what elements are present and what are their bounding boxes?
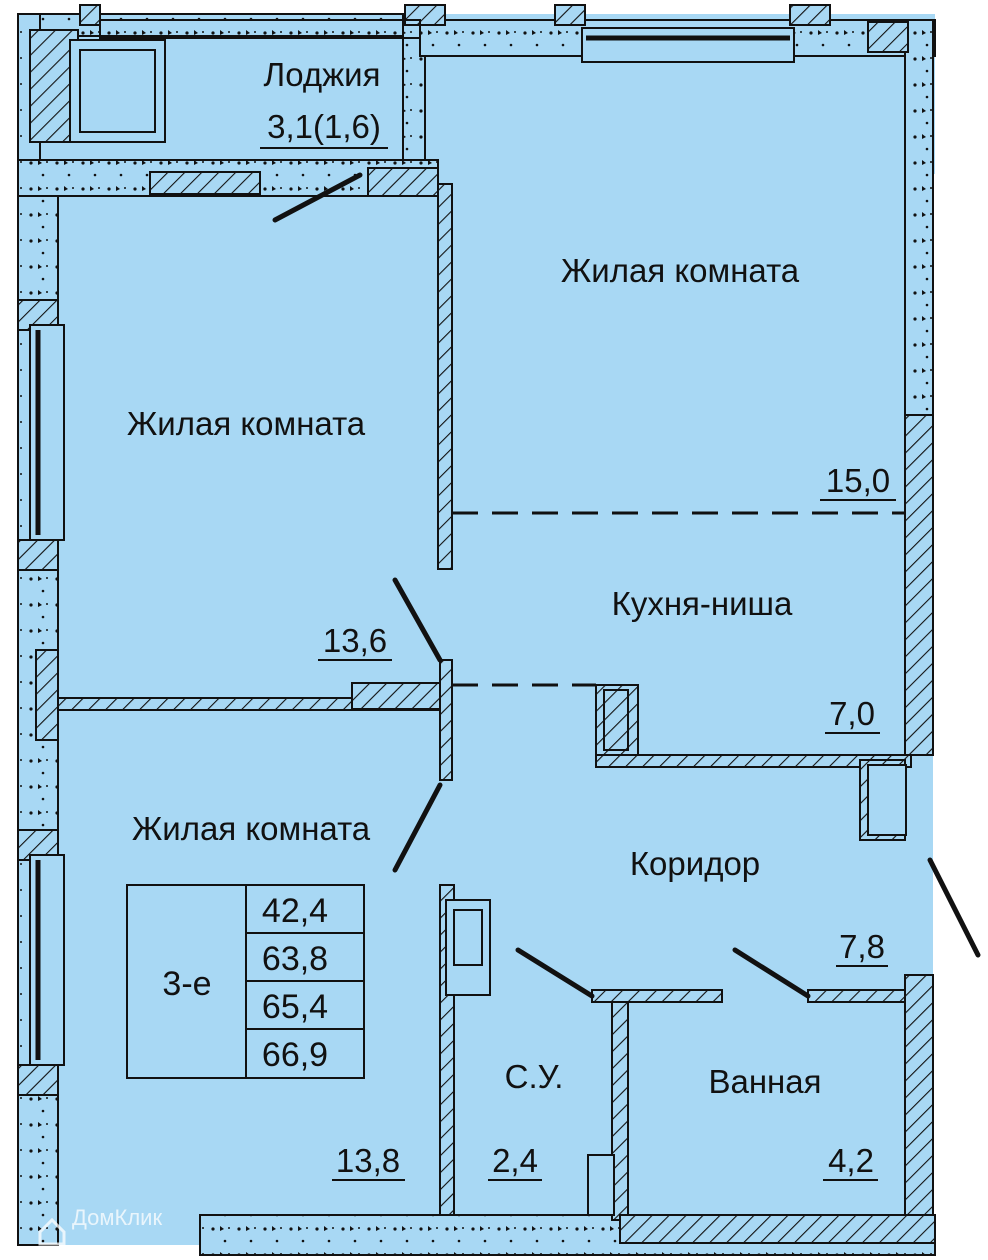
door-entrance xyxy=(927,857,981,958)
room-area-living-left-bottom: 13,8 xyxy=(336,1142,400,1179)
room-name-living-left-bottom: Жилая комната xyxy=(132,810,371,847)
watermark-text: ДомКлик xyxy=(72,1205,162,1230)
domclick-logo-icon xyxy=(38,1217,66,1246)
door-loggia xyxy=(272,172,363,223)
table-value: 66,9 xyxy=(262,1036,328,1074)
summary-table xyxy=(126,884,365,1079)
door-wc xyxy=(515,947,595,999)
fixtures xyxy=(69,39,907,1216)
room-area-corridor: 7,8 xyxy=(839,928,885,965)
room-area-loggia: 3,1(1,6) xyxy=(267,108,381,145)
room-name-living-right: Жилая комната xyxy=(561,252,800,289)
room-area-bath: 4,2 xyxy=(828,1142,874,1179)
room-name-wc: С.У. xyxy=(505,1058,564,1095)
door-living-left-top xyxy=(392,577,443,663)
room-name-corridor: Коридор xyxy=(630,845,760,882)
room-area-living-left-top: 13,6 xyxy=(323,622,387,659)
doors xyxy=(272,172,981,999)
window-top-right xyxy=(581,27,795,63)
room-area-wc: 2,4 xyxy=(492,1142,538,1179)
riser xyxy=(867,764,907,836)
window-left-bottom xyxy=(29,854,65,1066)
wc-fixture xyxy=(445,899,491,996)
table-value: 63,8 xyxy=(262,940,328,978)
room-area-living-right: 15,0 xyxy=(826,462,890,499)
door-living-left-bottom xyxy=(392,782,443,873)
table-value: 65,4 xyxy=(262,988,328,1026)
area-underlines xyxy=(260,147,896,1181)
room-name-kitchen: Кухня-ниша xyxy=(612,585,793,622)
room-name-bath: Ванная xyxy=(708,1063,821,1100)
windows xyxy=(29,19,795,1066)
table-floor-label: 3-е xyxy=(162,965,211,1003)
room-name-loggia: Лоджия xyxy=(264,56,381,93)
room-area-kitchen: 7,0 xyxy=(829,695,875,732)
table-value: 42,4 xyxy=(262,892,328,930)
room-name-living-left-top: Жилая комната xyxy=(127,405,366,442)
zone-separators xyxy=(452,511,905,687)
room-labels: Лоджия 3,1(1,6) Жилая комната 13,6 Жилая… xyxy=(127,56,890,1179)
watermark: ДомКлик xyxy=(38,1205,162,1246)
window-left-top xyxy=(29,324,65,541)
loggia-unit xyxy=(69,39,166,143)
door-bath xyxy=(732,947,811,999)
room-floors xyxy=(18,14,935,1245)
